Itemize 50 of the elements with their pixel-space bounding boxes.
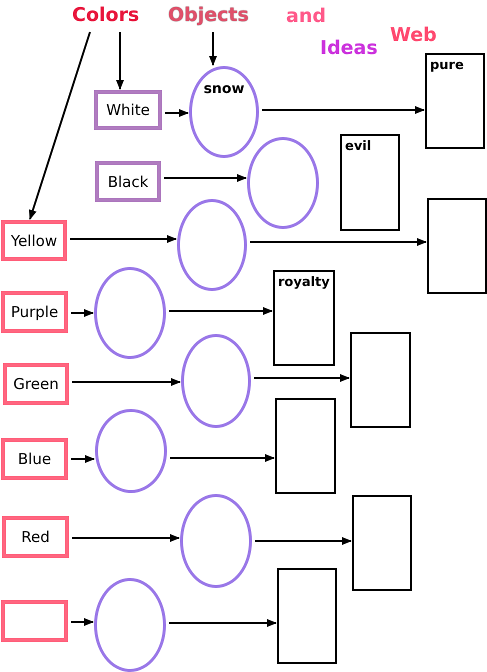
color-name: Red (21, 528, 50, 546)
idea-box (277, 568, 337, 664)
arrow (254, 374, 350, 382)
color-name: Green (13, 375, 59, 393)
arrow (71, 455, 95, 463)
heading-text: Objects (168, 2, 260, 30)
arrow (72, 534, 180, 542)
arrow (70, 235, 177, 243)
arrow (262, 106, 425, 114)
arrow (169, 307, 273, 315)
arrow (250, 238, 427, 246)
color-name: Purple (10, 303, 58, 321)
arrow (169, 619, 277, 627)
color-label-box (2, 516, 69, 558)
idea-box (273, 270, 335, 366)
arrow (71, 618, 94, 626)
heading-text: Colors (72, 2, 142, 30)
object-text: snow (202, 81, 246, 97)
arrow (164, 174, 247, 182)
color-label-box (1, 438, 68, 480)
idea-box (352, 495, 412, 591)
arrow (72, 378, 181, 386)
color-name: White (106, 101, 150, 119)
color-label-box (1, 291, 68, 333)
idea-box (425, 53, 485, 149)
color-label-box (1, 600, 68, 642)
idea-box (350, 332, 411, 428)
color-label-box (1, 220, 67, 261)
color-name: Black (108, 172, 148, 190)
arrow (170, 454, 275, 462)
arrow (165, 109, 189, 117)
heading-text: Ideas (320, 36, 378, 61)
color-name: Yellow (10, 232, 58, 250)
idea-box (340, 134, 400, 231)
idea-text: evil (345, 139, 372, 154)
idea-box (427, 198, 487, 294)
heading-text: and (286, 4, 326, 29)
color-name: Blue (18, 450, 52, 468)
arrow (116, 32, 124, 90)
heading-text: Web (390, 23, 437, 48)
idea-box (275, 398, 336, 494)
arrow (28, 32, 91, 220)
color-label-box (94, 90, 162, 130)
idea-text: royalty (278, 275, 330, 290)
arrow (209, 32, 217, 66)
color-label-box (95, 161, 161, 202)
color-label-box (3, 363, 69, 405)
arrow (71, 309, 94, 317)
arrow (255, 537, 352, 545)
idea-text: pure (430, 58, 464, 73)
